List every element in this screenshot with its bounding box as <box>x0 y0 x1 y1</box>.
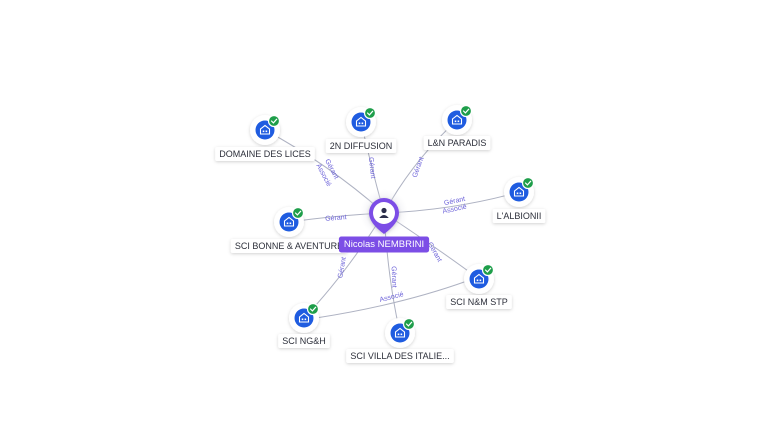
building-icon <box>259 124 271 135</box>
company-node-albion[interactable]: L'ALBIONII <box>492 176 546 223</box>
svg-text:SCI BONNE & AVENTURE: SCI BONNE & AVENTURE <box>235 241 343 251</box>
company-node-domaine[interactable]: DOMAINE DES LICES <box>215 114 315 161</box>
company-node-ngh[interactable]: SCI NG&H <box>278 302 330 348</box>
svg-text:SCI NG&H: SCI NG&H <box>282 336 326 346</box>
building-icon <box>451 114 463 125</box>
company-label-bonne: SCI BONNE & AVENTURE <box>230 239 348 253</box>
svg-text:SCI N&M STP: SCI N&M STP <box>450 297 508 307</box>
check-icon <box>459 104 473 118</box>
company-label-ngh: SCI NG&H <box>278 334 330 348</box>
check-icon <box>363 106 377 120</box>
edge-label-ngh: Gérant <box>337 257 348 279</box>
edge-label-nm_villa_link: Associé <box>379 291 405 304</box>
person-name-label: Nicolas NEMBRINI <box>338 236 430 253</box>
company-label-villa: SCI VILLA DES ITALIE... <box>346 349 454 363</box>
svg-text:2N DIFFUSION: 2N DIFFUSION <box>330 141 393 151</box>
svg-text:DOMAINE DES LICES: DOMAINE DES LICES <box>219 149 311 159</box>
company-node-nm[interactable]: SCI N&M STP <box>446 263 512 309</box>
check-icon <box>306 302 320 316</box>
building-icon <box>513 186 525 197</box>
svg-text:SCI VILLA DES ITALIE...: SCI VILLA DES ITALIE... <box>350 351 449 361</box>
svg-text:L&N PARADIS: L&N PARADIS <box>428 138 487 148</box>
edge-label-albion: Gérant <box>443 196 465 207</box>
building-icon <box>355 116 367 127</box>
edge-label-villa: Gérant <box>390 266 398 288</box>
person-node[interactable]: Nicolas NEMBRINI <box>338 198 430 253</box>
edge-nm_villa_link <box>315 280 468 319</box>
company-label-nm: SCI N&M STP <box>446 295 512 309</box>
check-icon <box>267 114 281 128</box>
person-icon <box>379 207 389 218</box>
check-icon <box>521 176 535 190</box>
edge-label-bonne: Gérant <box>325 214 347 223</box>
edge-label-2n: Gérant <box>367 157 376 179</box>
company-label-ln: L&N PARADIS <box>423 136 491 150</box>
building-icon <box>473 273 485 284</box>
company-node-ln[interactable]: L&N PARADIS <box>423 104 491 150</box>
company-node-villa[interactable]: SCI VILLA DES ITALIE... <box>346 317 454 363</box>
svg-text:L'ALBIONII: L'ALBIONII <box>497 211 542 221</box>
svg-text:Nicolas NEMBRINI: Nicolas NEMBRINI <box>344 239 424 250</box>
check-icon <box>291 206 305 220</box>
building-icon <box>394 327 406 338</box>
company-label-albion: L'ALBIONII <box>492 209 546 223</box>
building-icon <box>283 216 295 227</box>
check-icon <box>402 317 416 331</box>
building-icon <box>298 312 310 323</box>
check-icon <box>481 263 495 277</box>
company-node-2n[interactable]: 2N DIFFUSION <box>325 106 397 153</box>
company-label-2n: 2N DIFFUSION <box>325 139 397 153</box>
company-label-domaine: DOMAINE DES LICES <box>215 147 315 161</box>
edge-label-albion: Associé <box>442 204 468 216</box>
company-node-bonne[interactable]: SCI BONNE & AVENTURE <box>230 206 348 253</box>
